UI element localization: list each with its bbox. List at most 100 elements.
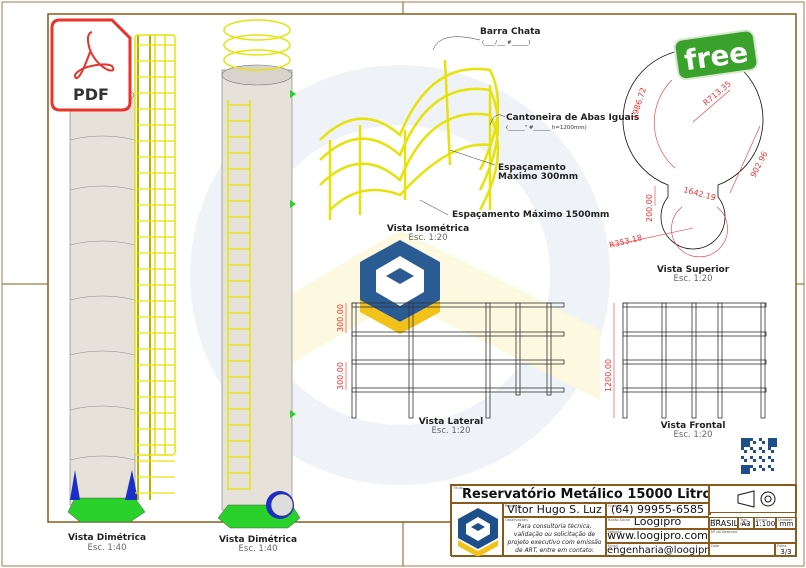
qr-module	[747, 465, 750, 468]
dim-large-radius: R713.35	[702, 79, 733, 107]
sheet-number: 3/3	[780, 548, 792, 556]
projection-symbol	[709, 485, 797, 513]
qr-module	[741, 441, 744, 444]
company-name: Loogipro	[633, 517, 682, 528]
tb-country-cell: Local BRASIL	[709, 517, 738, 529]
tb-label: Título	[453, 486, 463, 490]
tb-label: Unidade	[778, 518, 793, 522]
qr-module	[771, 459, 774, 462]
dim-inner-arc: 1642.19	[682, 185, 716, 202]
pdf-badge[interactable]: PDF	[50, 18, 132, 112]
tb-email-cell: Email engenharia@loogipro.com	[606, 543, 709, 557]
qr-module	[741, 471, 744, 474]
view-title-dimetric-2: Vista Dimétrica	[219, 534, 297, 545]
free-badge[interactable]: free	[673, 29, 759, 81]
tb-label: Tam. Folha	[740, 518, 750, 526]
tb-label: Contato	[608, 504, 622, 508]
qr-module	[753, 468, 756, 471]
dim-neck: 200.00	[645, 194, 654, 222]
country: BRASIL	[710, 519, 738, 528]
drawing-title: Reservatório Metálico 15000 Litros	[462, 487, 709, 502]
qr-module	[744, 459, 747, 462]
sheet-size: A3	[741, 520, 751, 528]
qr-module	[744, 438, 747, 441]
tb-label: Data	[711, 544, 720, 548]
tb-sheet-cell: Folha 3/3	[775, 543, 797, 557]
qr-module	[762, 468, 765, 471]
view-scale-superior: Esc. 1:20	[674, 274, 713, 284]
tb-label: Local	[711, 518, 721, 522]
view-title-isometric: Vista Isométrica	[387, 223, 469, 234]
top-view-dimensions	[609, 79, 761, 258]
callout-leaders	[419, 36, 506, 216]
qr-module	[771, 468, 774, 471]
tower-dimetric-2	[217, 19, 301, 529]
qr-module	[762, 459, 765, 462]
view-title-superior: Vista Superior	[657, 265, 730, 275]
title-block: Título Reservatório Metálico 15000 Litro…	[450, 484, 797, 557]
tb-label: Nº do Desenho	[711, 530, 738, 534]
scale: 1:100	[755, 520, 776, 528]
tb-designer-cell: Projetista Vitor Hugo S. Luz	[503, 503, 606, 517]
qr-module	[747, 468, 750, 471]
qr-module	[768, 441, 771, 444]
dim-lateral-bottom: 300.00	[336, 362, 345, 390]
qr-module	[747, 438, 750, 441]
qr-module	[750, 438, 753, 441]
contact-phone: (64) 99955-6585	[610, 503, 705, 516]
qr-module	[771, 450, 774, 453]
qr-module	[741, 456, 744, 459]
callout-espacamento-300-b: Máximo 300mm	[498, 172, 578, 182]
qr-module	[768, 456, 771, 459]
view-scale-dimetric-1: Esc. 1:40	[88, 543, 127, 553]
view-title-dimetric-1: Vista Dimétrica	[68, 532, 146, 543]
email[interactable]: engenharia@loogipro.com	[607, 545, 709, 556]
tb-label: Observações	[505, 518, 528, 522]
qr-module	[750, 447, 753, 450]
website[interactable]: www.loogipro.com	[607, 529, 708, 542]
callout-barra-chata: Barra Chata	[480, 27, 540, 37]
qr-module	[744, 465, 747, 468]
dim-frontal-height: 1200.00	[604, 359, 613, 392]
tb-company-cell: Razão Social Loogipro	[606, 517, 709, 529]
dim-small-radius: R353.18	[608, 233, 643, 250]
tb-notes-cell: Observações Para consultoria técnica, va…	[503, 517, 606, 557]
view-title-lateral: Vista Lateral	[419, 417, 484, 427]
view-title-frontal: Vista Frontal	[661, 421, 726, 431]
qr-module	[768, 444, 771, 447]
qr-module	[741, 444, 744, 447]
frontal-view-frame	[622, 302, 767, 419]
center-logo	[360, 240, 440, 334]
qr-module	[744, 468, 747, 471]
qr-module	[744, 441, 747, 444]
tb-label: Projetista	[505, 504, 522, 508]
qr-module	[741, 438, 744, 441]
dim-arc-length: 1986.72	[629, 86, 648, 120]
tb-sheet-size-cell: Tam. Folha A3	[738, 517, 754, 529]
company-logo	[451, 503, 503, 557]
qr-module	[744, 444, 747, 447]
qr-module	[747, 471, 750, 474]
view-scale-lateral: Esc. 1:20	[432, 426, 471, 436]
callout-cantoneira-spec: (______" #______ h=1200mm)	[506, 125, 587, 131]
view-scale-dimetric-2: Esc. 1:40	[239, 544, 278, 554]
qr-module	[744, 471, 747, 474]
qr-module	[759, 438, 762, 441]
dim-side: 902.96	[749, 150, 770, 179]
qr-module	[759, 456, 762, 459]
qr-code	[741, 438, 777, 474]
qr-module	[741, 465, 744, 468]
qr-module	[747, 441, 750, 444]
callout-espacamento-300-a: Espaçamento	[498, 163, 566, 173]
qr-module	[774, 438, 777, 441]
tb-unit-cell: Unidade mm	[776, 517, 797, 529]
designer-name: Vitor Hugo S. Luz	[507, 503, 602, 516]
acrobat-icon	[74, 31, 115, 80]
qr-module	[744, 450, 747, 453]
qr-module	[750, 465, 753, 468]
tb-label: Escala	[756, 518, 768, 522]
callout-barra-spec: (____/___ #______)	[482, 40, 530, 46]
qr-module	[750, 456, 753, 459]
callout-cantoneira: Cantoneira de Abas Iguais	[506, 113, 639, 123]
